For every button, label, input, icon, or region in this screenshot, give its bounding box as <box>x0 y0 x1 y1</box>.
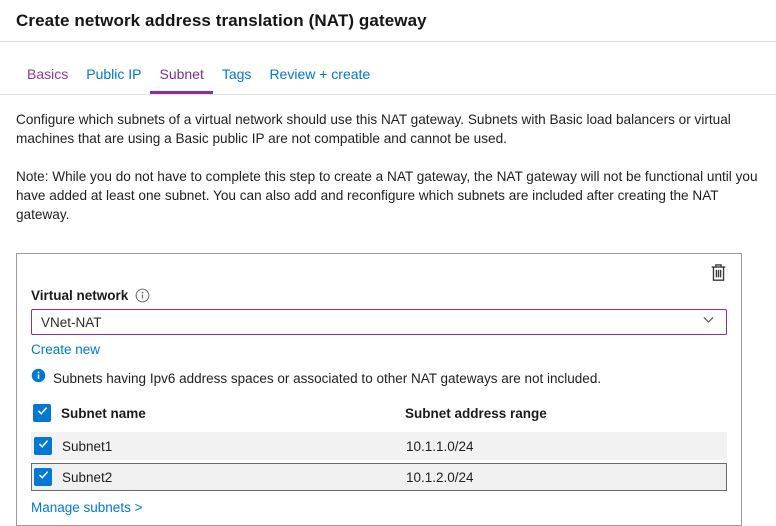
virtual-network-value: VNet-NAT <box>41 314 102 330</box>
subnet-address-cell: 10.1.1.0/24 <box>406 438 474 454</box>
subnet-name-cell: Subnet2 <box>62 469 113 485</box>
manage-subnets-link[interactable]: Manage subnets > <box>31 500 143 515</box>
page-title: Create network address translation (NAT)… <box>16 11 427 30</box>
subnet-table: Subnet name Subnet address range Subnet1… <box>31 397 727 491</box>
subnet-address-cell: 10.1.2.0/24 <box>406 469 474 485</box>
table-row-subnet1[interactable]: Subnet1 10.1.1.0/24 <box>31 432 727 460</box>
note-paragraph: Note: While you do not have to complete … <box>16 169 758 222</box>
info-outline-icon[interactable] <box>135 288 150 303</box>
create-new-link[interactable]: Create new <box>31 342 101 357</box>
virtual-network-field: Virtual network <box>31 288 727 303</box>
tab-content: Configure which subnets of a virtual net… <box>0 110 776 526</box>
select-all-checkbox[interactable] <box>33 404 51 422</box>
tab-tags[interactable]: Tags <box>221 66 252 82</box>
tab-review-create[interactable]: Review + create <box>269 66 371 82</box>
checkmark-icon <box>37 437 50 455</box>
column-header-subnet-name: Subnet name <box>61 405 146 421</box>
tab-subnet[interactable]: Subnet <box>150 60 213 94</box>
delete-button[interactable] <box>705 261 731 287</box>
tab-basics[interactable]: Basics <box>27 66 69 82</box>
page-header: Create network address translation (NAT)… <box>0 0 776 31</box>
info-filled-icon <box>31 368 46 388</box>
trash-icon <box>708 262 729 286</box>
subnet1-checkbox[interactable] <box>34 437 52 455</box>
subnet-config-panel: Virtual network VNet-NAT Create new <box>16 253 742 526</box>
virtual-network-label: Virtual network <box>31 288 129 303</box>
info-banner: Subnets having Ipv6 address spaces or as… <box>31 368 727 388</box>
subnet-table-header: Subnet name Subnet address range <box>31 397 727 429</box>
info-message: Subnets having Ipv6 address spaces or as… <box>53 370 602 386</box>
checkmark-icon <box>37 468 50 486</box>
checkmark-icon <box>36 404 49 422</box>
tab-bar: Basics Public IP Subnet Tags Review + cr… <box>0 42 776 95</box>
intro-text: Configure which subnets of a virtual net… <box>0 110 776 224</box>
subnet2-checkbox[interactable] <box>34 468 52 486</box>
tab-public-ip[interactable]: Public IP <box>86 66 142 82</box>
subnet-name-cell: Subnet1 <box>62 438 113 454</box>
intro-paragraph: Configure which subnets of a virtual net… <box>16 112 731 146</box>
virtual-network-select[interactable]: VNet-NAT <box>31 309 727 335</box>
column-header-address-range: Subnet address range <box>405 405 547 421</box>
header-divider <box>0 41 776 42</box>
chevron-down-icon <box>701 312 716 332</box>
table-row-subnet2[interactable]: Subnet2 10.1.2.0/24 <box>31 463 727 491</box>
